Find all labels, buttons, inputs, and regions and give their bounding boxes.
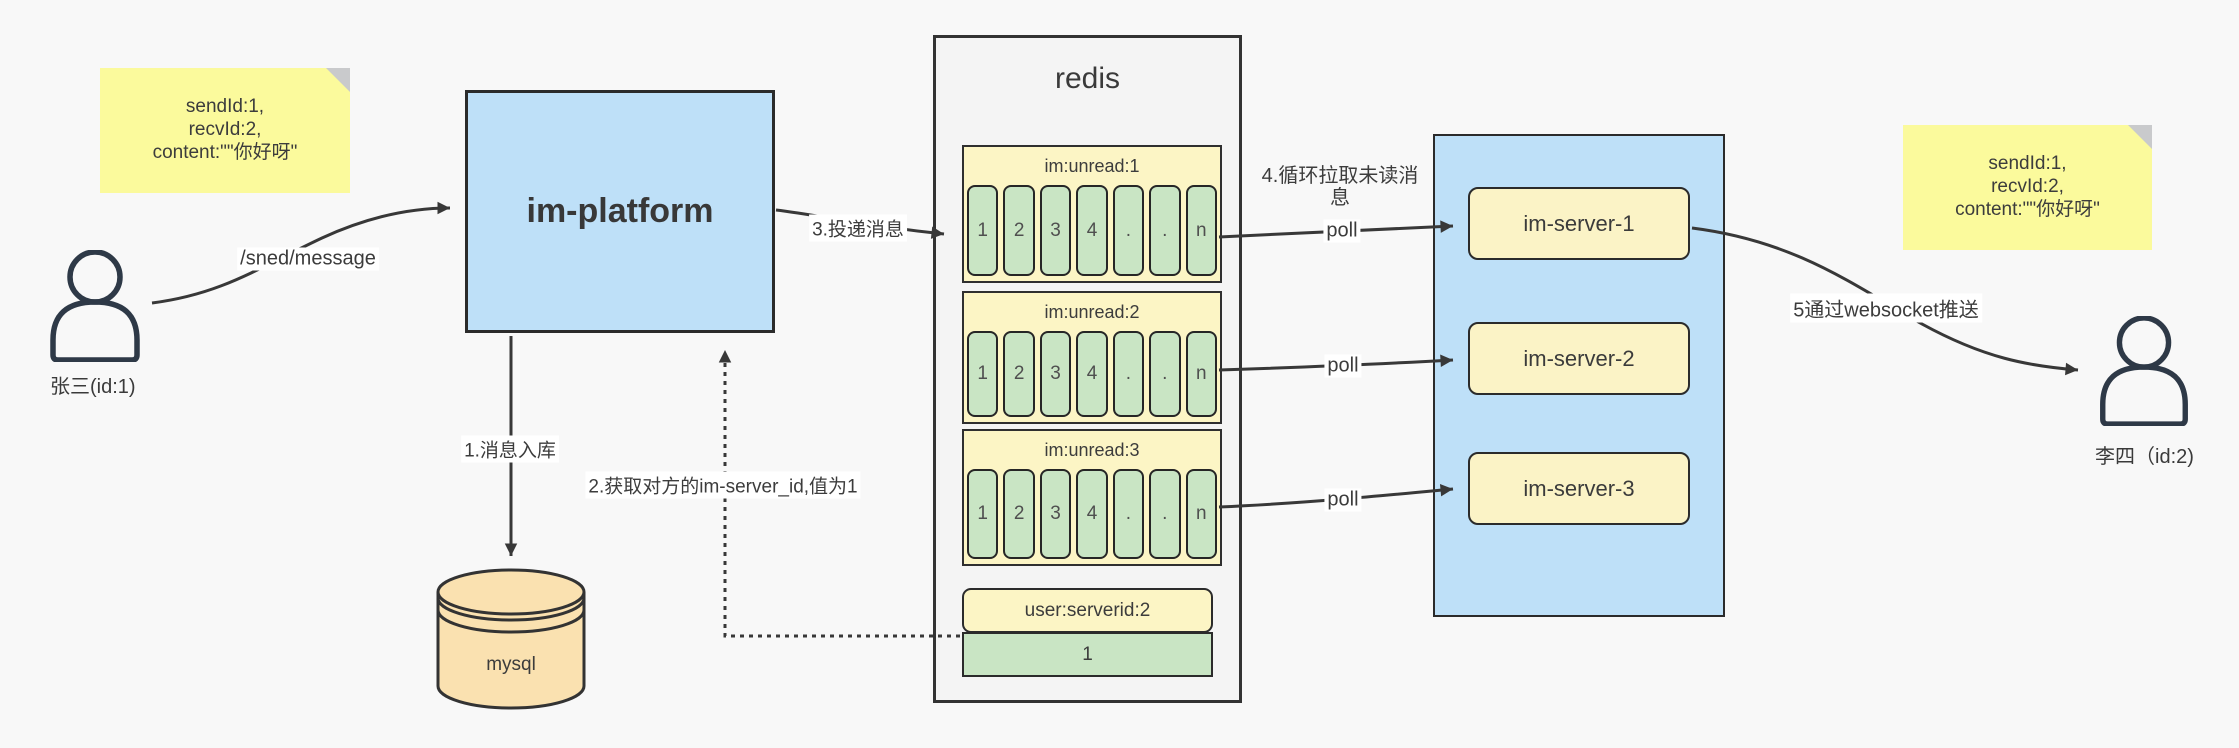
queue-cell: 3: [1039, 469, 1072, 559]
note-fold-icon: [326, 68, 350, 92]
queue-cell: 4: [1076, 185, 1108, 276]
poll-label-3: poll: [1324, 488, 1362, 512]
im-platform-box: im-platform: [465, 90, 775, 333]
queue-title: im:unread:1: [1044, 155, 1140, 176]
note-line: sendId:1,: [1988, 153, 2067, 174]
queue-cell: 2: [1003, 469, 1035, 559]
poll-label-2: poll: [1324, 354, 1362, 378]
queue-cell: 2: [1003, 185, 1035, 276]
note-line: content:""你好呀": [1955, 199, 2100, 220]
queue-cell: 4: [1076, 331, 1108, 417]
queue-cell: 4: [1076, 469, 1108, 559]
queue-cell: 3: [1039, 185, 1072, 276]
queue-cell: n: [1185, 185, 1217, 276]
queue-cell: .: [1112, 469, 1145, 559]
im-server-group: im-server-1 im-server-2 im-server-3: [1433, 134, 1725, 617]
step2-label: 2.获取对方的im-server_id,值为1: [585, 471, 861, 499]
queue-cell: 1: [967, 469, 999, 559]
queue-cell: n: [1185, 331, 1217, 417]
queue-cell: .: [1149, 331, 1181, 417]
queue-cell: .: [1149, 469, 1181, 559]
poll-label-1: poll: [1323, 219, 1361, 243]
queue-cell: n: [1185, 469, 1217, 559]
im-server-1-box: im-server-1: [1468, 187, 1690, 260]
user-serverid-value: 1: [962, 632, 1213, 677]
sticky-note-left: sendId:1, recvId:2, content:""你好呀": [100, 68, 350, 193]
im-server-3-box: im-server-3: [1468, 452, 1690, 525]
queue-cell: 1: [967, 185, 999, 276]
mysql-database-icon: [436, 568, 586, 710]
note-fold-icon: [2128, 125, 2152, 149]
mysql-label: mysql: [486, 654, 536, 675]
step1-label: 1.消息入库: [461, 435, 559, 463]
note-line: sendId:1,: [185, 96, 265, 117]
queue-cell: .: [1112, 185, 1145, 276]
step4-label: 4.循环拉取未读消息: [1261, 165, 1419, 209]
queue-cell: 2: [1003, 331, 1035, 417]
queue-title: im:unread:2: [1044, 301, 1140, 322]
queue-cell: .: [1149, 185, 1181, 276]
step3-label: 3.投递消息: [809, 214, 907, 242]
person-receiver-icon: [2100, 316, 2188, 426]
im-server-2-box: im-server-2: [1468, 322, 1690, 395]
redis-title: redis: [1054, 62, 1121, 95]
note-line: recvId:2,: [188, 119, 262, 140]
step5-label: 5通过websocket推送: [1790, 293, 1982, 323]
person-sender-icon: [50, 250, 140, 362]
queue-cell: 1: [967, 331, 999, 417]
im-platform-label: im-platform: [526, 192, 714, 230]
send-message-label: /sned/message: [237, 247, 379, 271]
sender-label: 张三(id:1): [50, 376, 136, 398]
note-line: recvId:2,: [1991, 176, 2064, 197]
queue-cell: 3: [1039, 331, 1072, 417]
receiver-label: 李四（id:2): [2095, 446, 2194, 468]
note-line: content:""你好呀": [152, 142, 298, 163]
sticky-note-right: sendId:1, recvId:2, content:""你好呀": [1903, 125, 2152, 250]
queue-title: im:unread:3: [1044, 439, 1140, 460]
user-serverid-header: user:serverid:2: [962, 588, 1213, 633]
queue-cell: .: [1112, 331, 1145, 417]
